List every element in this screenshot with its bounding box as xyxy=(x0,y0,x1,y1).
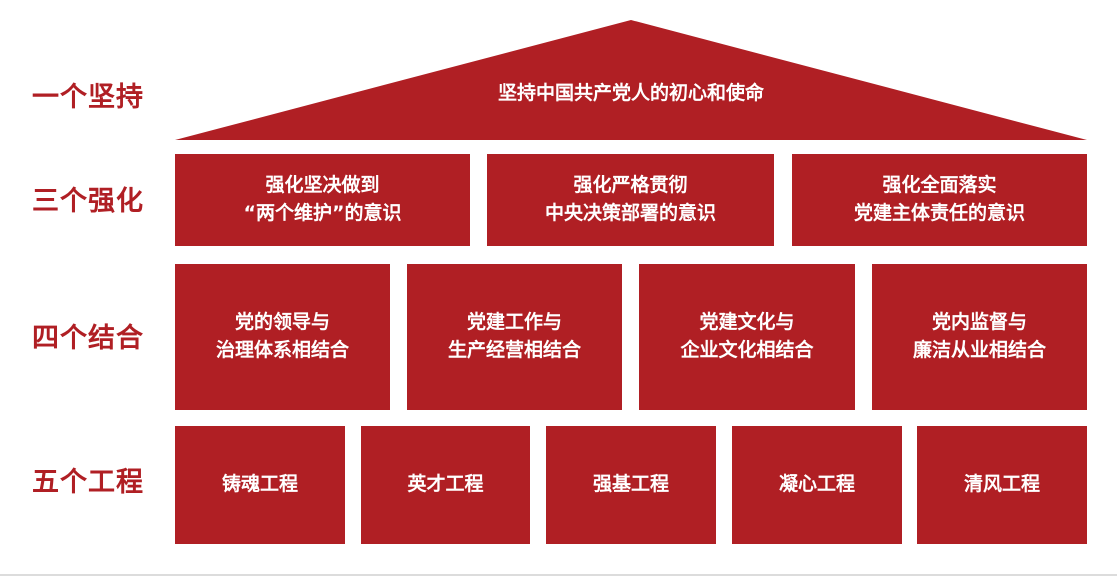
row-label-three-strengthen: 三个强化 xyxy=(32,186,144,217)
row-label-one-persistence: 一个坚持 xyxy=(32,82,144,113)
strengthen-box-1: 强化坚决做到 “两个维护”的意识 xyxy=(175,154,470,246)
project-box-4: 凝心工程 xyxy=(732,426,902,544)
combine-box-2-line1: 党建工作与 xyxy=(466,311,562,334)
project-box-1: 铸魂工程 xyxy=(175,426,345,544)
combine-box-1: 党的领导与 治理体系相结合 xyxy=(175,264,390,410)
combine-box-4: 党内监督与 廉洁从业相结合 xyxy=(872,264,1087,410)
project-box-2-label: 英才工程 xyxy=(407,473,484,496)
combine-box-1-line2: 治理体系相结合 xyxy=(215,339,349,361)
project-box-1-label: 铸魂工程 xyxy=(221,473,298,496)
row-label-four-combine: 四个结合 xyxy=(32,323,144,354)
strengthen-box-3-line2: 党建主体责任的意识 xyxy=(853,202,1025,224)
row-label-five-projects: 五个工程 xyxy=(32,467,144,498)
combine-box-2-line2: 生产经营相结合 xyxy=(447,339,581,361)
project-box-2: 英才工程 xyxy=(361,426,530,544)
project-box-3: 强基工程 xyxy=(546,426,716,544)
strengthen-box-1-line2: “两个维护”的意识 xyxy=(243,202,402,224)
roof-triangle xyxy=(175,20,1087,140)
combine-box-2: 党建工作与 生产经营相结合 xyxy=(407,264,622,410)
combine-box-3: 党建文化与 企业文化相结合 xyxy=(639,264,855,410)
project-box-4-label: 凝心工程 xyxy=(778,473,855,496)
strengthen-box-3: 强化全面落实 党建主体责任的意识 xyxy=(792,154,1087,246)
strengthen-box-1-line1: 强化坚决做到 xyxy=(265,174,380,197)
project-box-5: 清风工程 xyxy=(917,426,1087,544)
combine-box-3-line1: 党建文化与 xyxy=(699,311,795,334)
project-box-5-label: 清风工程 xyxy=(963,473,1040,496)
roof-text: 坚持中国共产党人的初心和使命 xyxy=(497,82,764,104)
combine-box-3-line2: 企业文化相结合 xyxy=(680,339,814,361)
strengthen-box-2: 强化严格贯彻 中央决策部署的意识 xyxy=(487,154,774,246)
strengthen-box-2-line1: 强化严格贯彻 xyxy=(573,174,688,197)
strengthen-box-2-line2: 中央决策部署的意识 xyxy=(544,202,716,224)
strengthen-box-3-line1: 强化全面落实 xyxy=(882,174,997,197)
combine-box-4-line1: 党内监督与 xyxy=(931,311,1027,334)
combine-box-1-line1: 党的领导与 xyxy=(234,311,330,334)
combine-box-4-line2: 廉洁从业相结合 xyxy=(912,339,1046,361)
project-box-3-label: 强基工程 xyxy=(592,473,669,496)
